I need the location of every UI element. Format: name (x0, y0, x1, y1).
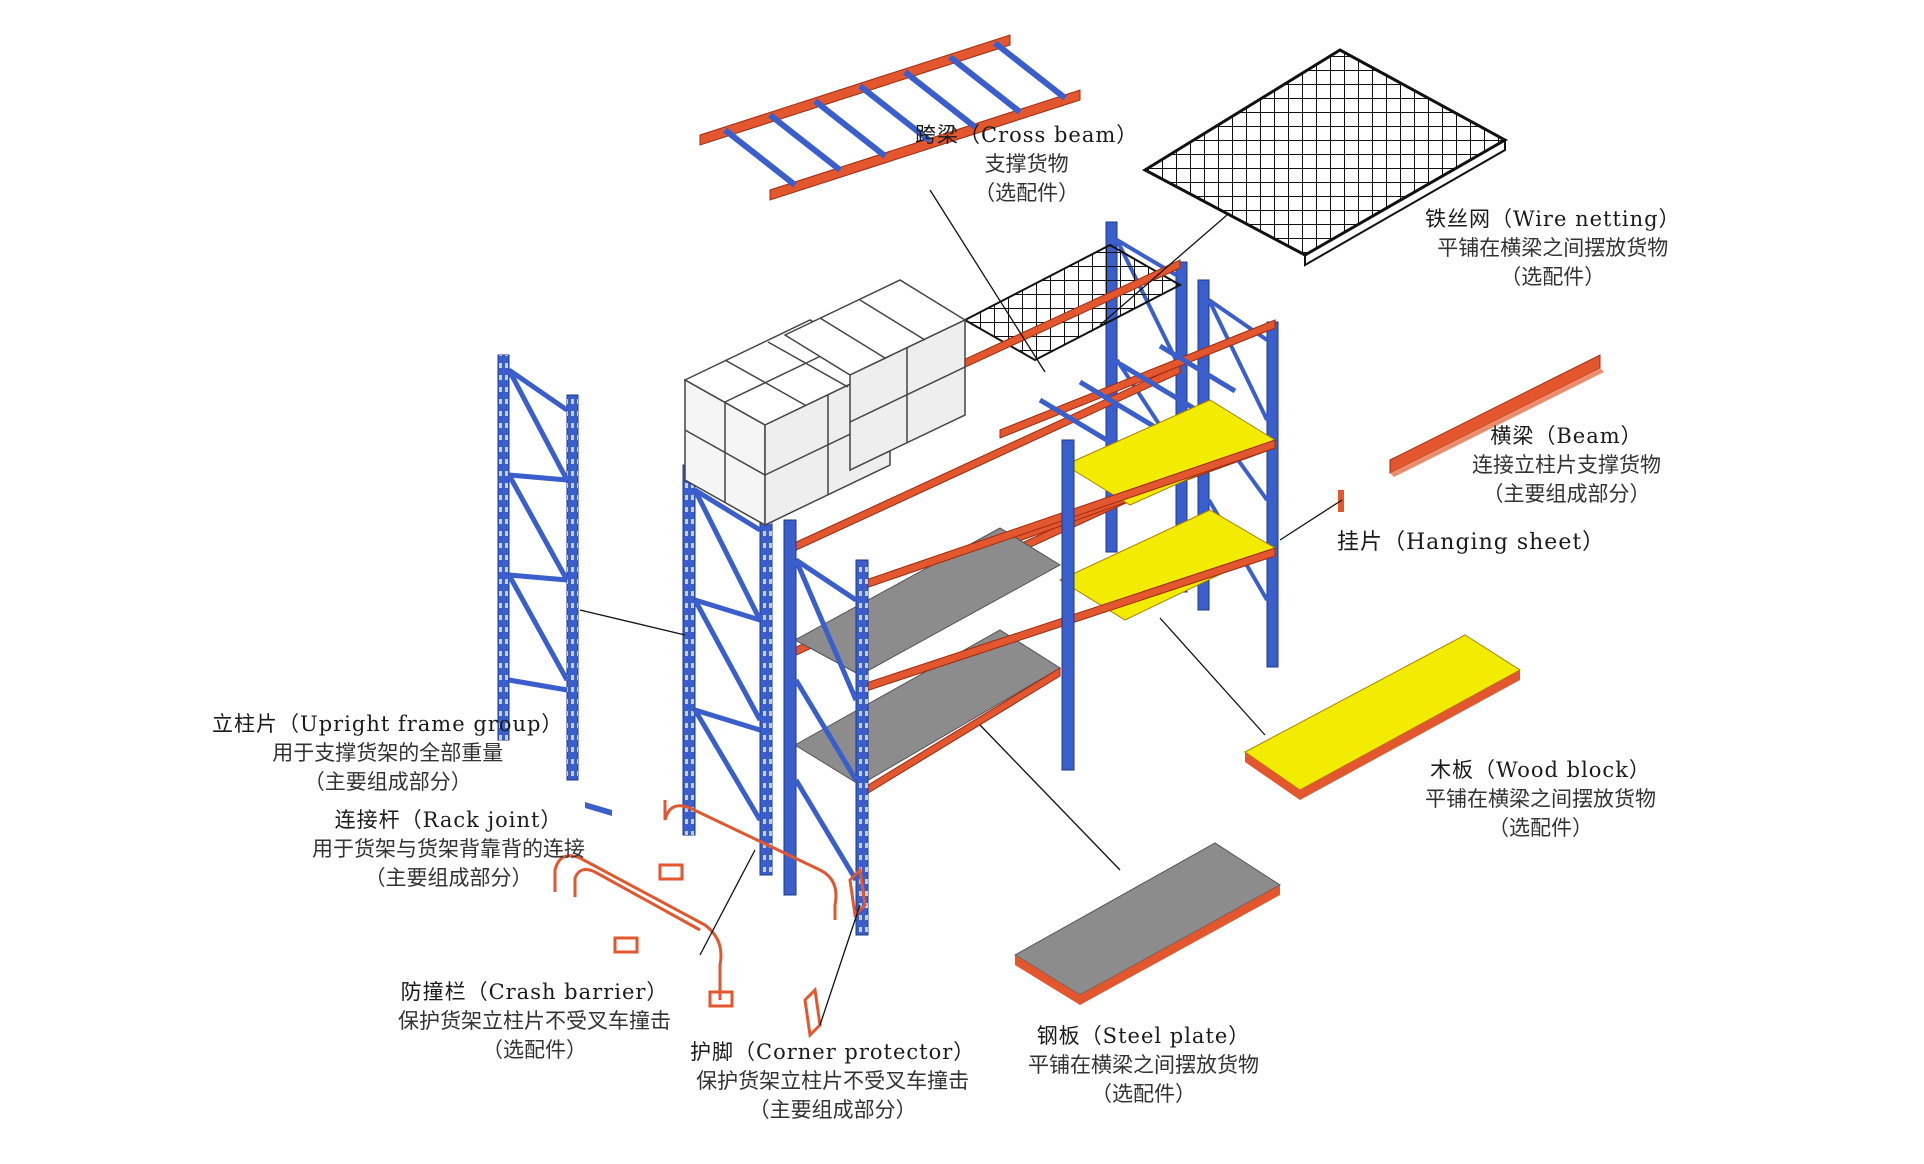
label-rack-joint: 连接杆（Rack joint） 用于货架与货架背靠背的连接 （主要组成部分） (312, 806, 585, 893)
cross-beam-title: 跨梁（Cross beam） (915, 123, 1139, 147)
label-corner-protector: 护脚（Corner protector） 保护货架立柱片不受叉车撞击 （主要组成… (690, 1038, 975, 1125)
rack-joint-part (585, 802, 612, 816)
cross-beam-desc: 支撑货物 (984, 152, 1069, 176)
corner-protector-title: 护脚（Corner protector） (690, 1040, 976, 1064)
beam-title: 横梁（Beam） (1490, 424, 1643, 448)
label-cross-beam: 跨梁（Cross beam） 支撑货物 （选配件） (915, 121, 1138, 208)
corner-protector-note: （主要组成部分） (748, 1098, 917, 1122)
wood-block-title: 木板（Wood block） (1430, 758, 1651, 782)
wire-netting-desc: 平铺在横梁之间摆放货物 (1437, 236, 1669, 260)
hanging-sheet-title: 挂片（Hanging sheet） (1337, 530, 1606, 555)
rack-joint-desc: 用于货架与货架背靠背的连接 (312, 837, 585, 861)
upright-frame-part (497, 354, 579, 781)
wire-netting-title: 铁丝网（Wire netting） (1425, 207, 1681, 231)
crash-barrier-title: 防撞栏（Crash barrier） (400, 980, 669, 1004)
wood-block-part (1244, 634, 1521, 800)
label-beam: 横梁（Beam） 连接立柱片支撑货物 （主要组成部分） (1472, 422, 1661, 509)
cross-beam-part (699, 34, 1081, 201)
wood-block-note: （选配件） (1488, 816, 1593, 840)
upright-frame-note: （主要组成部分） (303, 770, 472, 794)
crash-barrier-note: （选配件） (482, 1038, 587, 1062)
rack-joint-title: 连接杆（Rack joint） (334, 808, 563, 832)
beam-note: （主要组成部分） (1482, 482, 1651, 506)
corner-protector-desc: 保护货架立柱片不受叉车撞击 (696, 1069, 970, 1093)
label-hanging-sheet: 挂片（Hanging sheet） (1337, 528, 1605, 557)
crash-barrier-part (553, 800, 838, 1008)
label-steel-plate: 钢板（Steel plate） 平铺在横梁之间摆放货物 （选配件） (1028, 1022, 1259, 1109)
steel-plate-part (1014, 842, 1281, 1005)
leader-lines (579, 189, 1343, 1026)
steel-plate-title: 钢板（Steel plate） (1036, 1024, 1251, 1048)
pallet-boxes (683, 279, 967, 527)
label-upright-frame: 立柱片（Upright frame group） 用于支撑货架的全部重量 （主要… (212, 710, 563, 797)
assembled-rack (682, 221, 1279, 936)
steel-plate-desc: 平铺在横梁之间摆放货物 (1028, 1053, 1259, 1077)
wood-block-desc: 平铺在横梁之间摆放货物 (1425, 787, 1656, 811)
wire-netting-note: （选配件） (1500, 265, 1606, 289)
wire-netting-part (1141, 48, 1509, 267)
cross-beam-note: （选配件） (974, 181, 1080, 205)
crash-barrier-desc: 保护货架立柱片不受叉车撞击 (398, 1009, 671, 1033)
label-wire-netting: 铁丝网（Wire netting） 平铺在横梁之间摆放货物 （选配件） (1425, 205, 1681, 292)
label-wood-block: 木板（Wood block） 平铺在横梁之间摆放货物 （选配件） (1425, 756, 1656, 843)
upright-frame-desc: 用于支撑货架的全部重量 (272, 741, 504, 765)
label-crash-barrier: 防撞栏（Crash barrier） 保护货架立柱片不受叉车撞击 （选配件） (398, 978, 671, 1065)
upright-frame-title: 立柱片（Upright frame group） (212, 712, 564, 736)
rack-joint-note: （主要组成部分） (364, 866, 533, 890)
beam-desc: 连接立柱片支撑货物 (1472, 453, 1661, 477)
beam-part (1389, 354, 1604, 477)
steel-plate-note: （选配件） (1091, 1082, 1196, 1106)
